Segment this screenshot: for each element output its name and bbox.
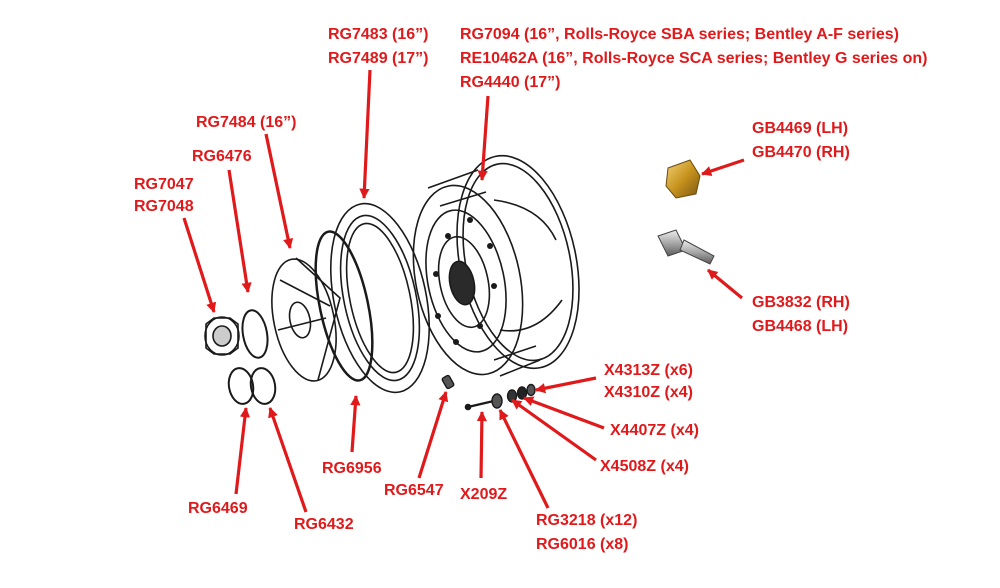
callout-arrows [182, 69, 745, 513]
rubber-seal [314, 230, 374, 382]
hub-cap [271, 257, 341, 382]
label-x4407z: X4407Z (x4) [610, 422, 699, 439]
label-x209z: X209Z [460, 486, 508, 503]
label-stud-rh: GB3832 (RH) [752, 294, 850, 311]
label-x4508z: X4508Z (x4) [600, 458, 689, 475]
bolt-and-washers [464, 383, 536, 411]
label-hub-nut-a: RG7047 [134, 176, 194, 193]
label-x4310z: X4310Z (x4) [604, 384, 693, 401]
label-wheel-16-sba: RG7094 (16”, Rolls-Royce SBA series; Ben… [460, 26, 899, 43]
label-ring-6469: RG6469 [188, 500, 248, 517]
label-rg3218: RG3218 (x12) [536, 512, 638, 529]
label-adapter-rh: GB4470 (RH) [752, 144, 850, 161]
label-trim-ring-16: RG7483 (16”) [328, 26, 429, 43]
label-ring-6476: RG6476 [192, 148, 252, 165]
label-wheel-17: RG4440 (17”) [460, 74, 561, 91]
trim-ring [329, 202, 431, 394]
label-hubcap-16: RG7484 (16”) [196, 114, 297, 131]
valve [441, 374, 455, 390]
label-hub-nut-b: RG7048 [134, 198, 194, 215]
label-valve-6547: RG6547 [384, 482, 444, 499]
label-seal-6956: RG6956 [322, 460, 382, 477]
label-ring-6432: RG6432 [294, 516, 354, 533]
sealing-rings [227, 309, 277, 405]
brass-adapter [665, 159, 701, 199]
wheel-stud [657, 229, 715, 265]
label-wheel-16-sca: RE10462A (16”, Rolls-Royce SCA series; B… [460, 50, 928, 67]
label-trim-ring-17: RG7489 (17”) [328, 50, 429, 67]
label-adapter-lh: GB4469 (LH) [752, 120, 849, 137]
label-x4313z: X4313Z (x6) [604, 362, 693, 379]
wheel-rim [412, 154, 580, 377]
label-rg6016: RG6016 (x8) [536, 536, 629, 553]
hub-nut [204, 316, 240, 356]
label-stud-lh: GB4468 (LH) [752, 318, 849, 335]
